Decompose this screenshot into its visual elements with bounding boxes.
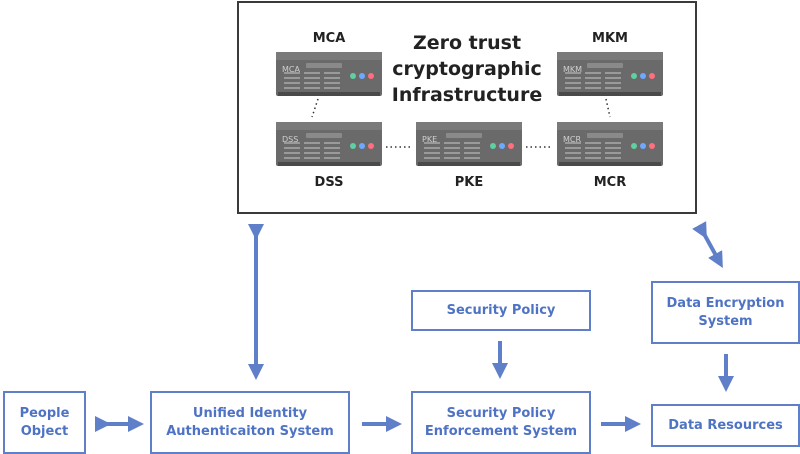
people-object-box: People Object [3, 391, 86, 454]
zero-trust-infrastructure-frame [237, 1, 697, 214]
mcr-server-icon: MCR [557, 122, 663, 166]
mca-label: MCA [312, 31, 346, 46]
title-line-3: Infrastructure [391, 84, 543, 106]
dss-label: DSS [314, 175, 344, 190]
dss-tag: DSS [282, 135, 298, 144]
policy-enforcement-box: Security Policy Enforcement System [411, 391, 591, 454]
data-encryption-box: Data Encryption System [651, 281, 800, 344]
mkm-label: MKM [592, 31, 628, 46]
dss-server-icon: DSS [276, 122, 382, 166]
security-policy-box: Security Policy [411, 290, 591, 331]
unified-identity-box: Unified Identity Authenticaiton System [150, 391, 350, 454]
mca-server-icon: MCA [276, 52, 382, 96]
mca-tag: MCA [282, 65, 300, 74]
mcr-label: MCR [593, 175, 627, 190]
data-resources-box: Data Resources [651, 404, 800, 447]
pke-label: PKE [454, 175, 484, 190]
mkm-server-icon: MKM [557, 52, 663, 96]
title-line-2: cryptographic [392, 58, 542, 80]
title-line-1: Zero trust [412, 32, 522, 54]
mkm-tag: MKM [563, 65, 582, 74]
pke-tag: PKE [422, 135, 437, 144]
mcr-tag: MCR [563, 135, 581, 144]
pke-server-icon: PKE [416, 122, 522, 166]
infrastructure-title: Zero trust cryptographic Infrastructure [372, 30, 562, 108]
mkm-mcr-connector [605, 98, 611, 118]
infra-encryption-arrow [692, 221, 723, 269]
mca-dss-connector [311, 98, 319, 118]
